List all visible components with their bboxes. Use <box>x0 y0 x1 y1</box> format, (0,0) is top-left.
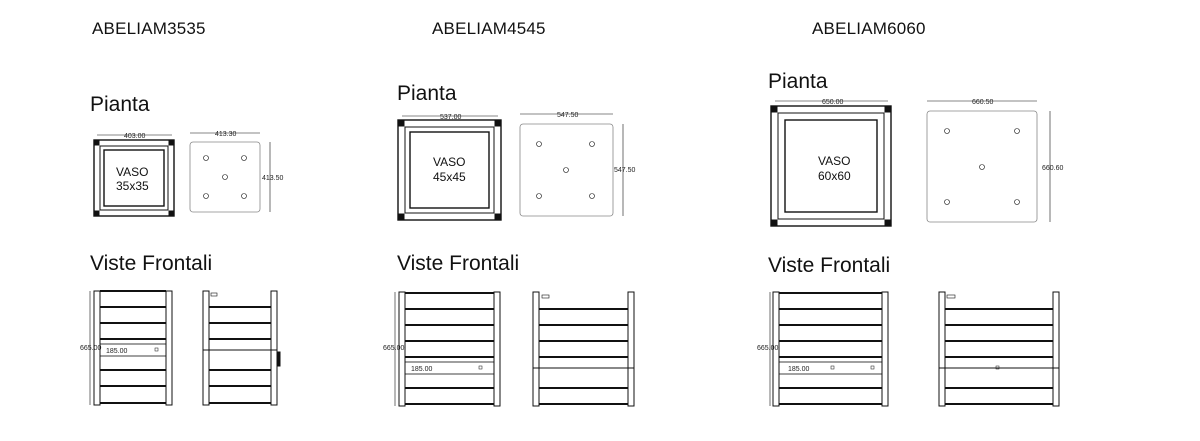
plan-view: 537.00 VASO 45x45 <box>397 114 502 221</box>
front-section-title: Viste Frontali <box>90 252 213 275</box>
technical-drawing: 403.00 VASO 35x35 413.30 413.50 <box>80 131 284 406</box>
vaso-label: VASO <box>116 165 148 179</box>
base-height-dimension: 547.50 <box>614 167 636 174</box>
vaso-label: VASO <box>818 154 850 168</box>
base-height-dimension: 413.50 <box>262 175 284 182</box>
model-code: ABELIAM3535 <box>92 19 206 38</box>
plan-view: 650.00 VASO 60x60 <box>770 99 892 227</box>
front-height-dimension: 665.00 <box>80 345 102 352</box>
front-inner-dimension: 185.00 <box>788 366 810 373</box>
front-section-title: Viste Frontali <box>397 252 520 275</box>
model-code: ABELIAM4545 <box>432 19 546 38</box>
model-abeliam4545: ABELIAM4545 Pianta Viste Frontali 537.00… <box>340 0 740 441</box>
technical-drawing: 537.00 VASO 45x45 547.50 547.50 665.00 <box>383 112 636 407</box>
model-abeliam3535: ABELIAM3535 Pianta Viste Frontali 403.00… <box>0 0 400 441</box>
front-inner-dimension: 185.00 <box>106 348 128 355</box>
base-plate-view: 660.50 660.60 <box>926 99 1064 223</box>
vaso-label: VASO <box>433 155 465 169</box>
vaso-size: 35x35 <box>116 179 149 193</box>
technical-drawing: 650.00 VASO 60x60 660.50 660.60 665.00 <box>757 99 1064 407</box>
front-height-dimension: 665.00 <box>757 345 779 352</box>
base-height-dimension: 660.60 <box>1042 165 1064 172</box>
plan-section-title: Pianta <box>397 82 457 105</box>
front-view-left: 665.00 185.00 <box>383 291 501 407</box>
front-inner-dimension: 185.00 <box>411 366 433 373</box>
plan-width-dimension: 403.00 <box>124 133 146 140</box>
base-plate-view: 413.30 413.50 <box>189 131 284 213</box>
model-code: ABELIAM6060 <box>812 19 926 38</box>
front-view-right <box>202 290 281 406</box>
plan-width-dimension: 650.00 <box>822 99 844 106</box>
plan-section-title: Pianta <box>90 93 150 116</box>
front-section-title: Viste Frontali <box>768 254 891 277</box>
vaso-size: 60x60 <box>818 169 851 183</box>
front-view-right <box>532 291 635 407</box>
plan-view: 403.00 VASO 35x35 <box>93 133 175 217</box>
front-view-right <box>938 291 1060 407</box>
base-width-dimension: 547.50 <box>557 112 579 119</box>
front-height-dimension: 665.00 <box>383 345 405 352</box>
plan-width-dimension: 537.00 <box>440 114 462 121</box>
front-view-left: 665.00 185.00 <box>757 291 889 407</box>
base-width-dimension: 413.30 <box>215 131 237 138</box>
plan-section-title: Pianta <box>768 70 828 93</box>
front-view-left: 665.00 185.00 <box>80 290 173 406</box>
base-width-dimension: 660.50 <box>972 99 994 106</box>
model-abeliam6060: ABELIAM6060 Pianta Viste Frontali 650.00… <box>720 0 1120 441</box>
base-plate-view: 547.50 547.50 <box>519 112 636 217</box>
vaso-size: 45x45 <box>433 170 466 184</box>
